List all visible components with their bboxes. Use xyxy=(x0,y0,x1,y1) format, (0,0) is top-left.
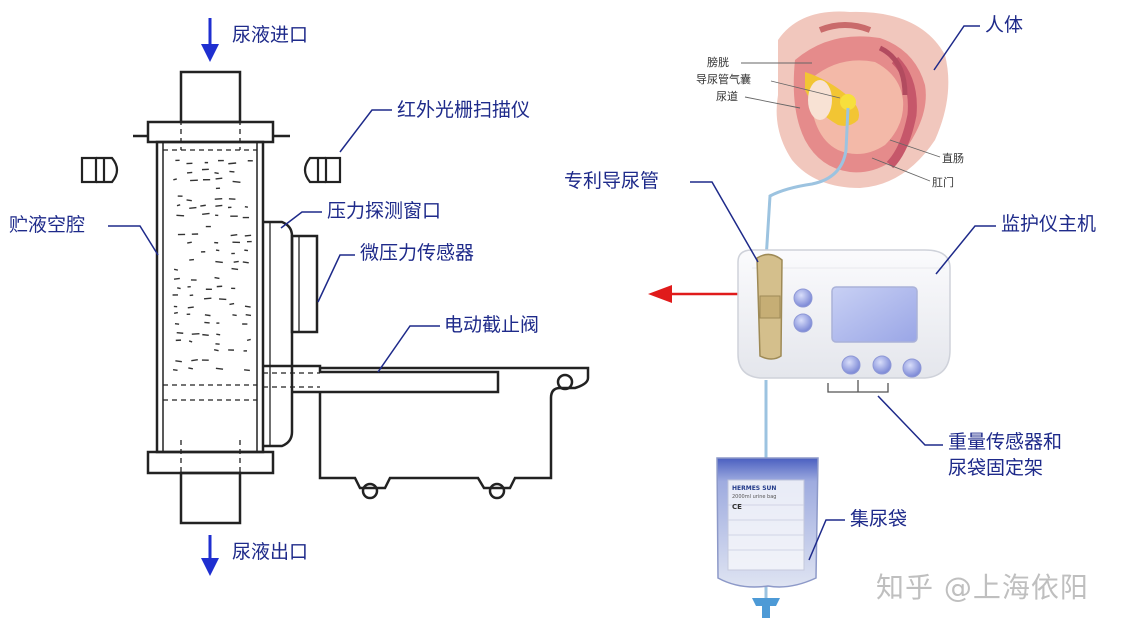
liquid-dash xyxy=(187,306,194,309)
bladder-label: 膀胱 xyxy=(707,56,729,69)
bag-ce-mark: CE xyxy=(732,503,742,511)
liquid-dash xyxy=(229,170,235,173)
human-anatomy-illustration xyxy=(776,11,949,188)
catheter-leader xyxy=(690,181,759,263)
liquid-dash xyxy=(188,340,193,343)
monitor-label: 监护仪主机 xyxy=(1001,213,1097,235)
liquid-dash xyxy=(230,233,238,237)
liquid-dash xyxy=(187,241,192,244)
anus-label: 肛门 xyxy=(932,176,954,189)
pressure-window-label: 压力探测窗口 xyxy=(327,200,442,222)
liquid-dash xyxy=(244,234,252,237)
liquid-dash xyxy=(214,276,220,280)
weight-sensor-label-line2: 尿袋固定架 xyxy=(948,457,1044,479)
liquid-dash xyxy=(189,258,195,261)
pressure-sensor xyxy=(263,220,319,448)
liquid-dash xyxy=(186,171,193,174)
liquid-dash xyxy=(233,260,239,263)
liquid-dash xyxy=(242,261,249,264)
liquid-dash xyxy=(176,332,184,334)
micro-sensor-label: 微压力传感器 xyxy=(360,242,475,264)
flow-cell-body xyxy=(133,70,290,525)
urethra-label: 尿道 xyxy=(716,90,738,103)
liquid-dash xyxy=(229,302,235,306)
liquid-dash xyxy=(219,298,227,301)
bag-brand: HERMES SUN xyxy=(732,485,777,492)
human-body-label: 人体 xyxy=(985,14,1024,36)
liquid-dash xyxy=(228,162,237,165)
liquid-dash xyxy=(186,199,192,202)
liquid-dash xyxy=(231,267,239,271)
valve-label: 电动截止阀 xyxy=(444,314,540,336)
liquid-dash xyxy=(245,314,252,317)
liquid-dash xyxy=(244,205,249,208)
inner-dashed-lines xyxy=(163,120,320,475)
liquid-dash xyxy=(216,333,221,336)
liquid-dashes xyxy=(172,159,253,372)
liquid-dash xyxy=(188,367,194,370)
watermark: 知乎 @上海依阳 xyxy=(876,571,1089,604)
chamber-label: 贮液空腔 xyxy=(9,214,86,236)
liquid-dash xyxy=(173,277,180,280)
rectum-label: 直肠 xyxy=(942,152,964,165)
liquid-dash xyxy=(189,206,197,210)
liquid-dash xyxy=(232,180,241,183)
anatomy-leaders xyxy=(741,25,980,182)
liquid-dash xyxy=(246,338,251,342)
liquid-dash xyxy=(243,369,250,372)
liquid-dash xyxy=(173,311,178,315)
liquid-dash xyxy=(204,321,210,324)
flow-arrows xyxy=(201,18,219,576)
liquid-dash xyxy=(215,177,223,180)
liquid-dash xyxy=(215,260,223,264)
electric-valve xyxy=(263,364,590,500)
monitor-leader xyxy=(935,225,996,275)
ir-scanner-right xyxy=(303,156,342,184)
inlet-label: 尿液进口 xyxy=(232,24,309,46)
liquid-dash xyxy=(215,204,223,207)
liquid-dash xyxy=(173,268,179,271)
catheter-clip xyxy=(756,253,783,360)
liquid-dash xyxy=(204,314,211,317)
ir-scanner-left xyxy=(80,156,119,184)
liquid-dash xyxy=(173,178,177,181)
liquid-dash xyxy=(244,305,251,308)
collection-bag-label: 集尿袋 xyxy=(850,508,908,530)
liquid-dash xyxy=(203,297,212,300)
liquid-dash xyxy=(172,369,178,371)
liquid-dash xyxy=(176,204,181,207)
weight-sensor-label-line1: 重量传感器和 xyxy=(948,431,1063,453)
liquid-dash xyxy=(202,333,209,337)
liquid-dash xyxy=(200,204,206,207)
liquid-dash xyxy=(213,349,219,352)
ir-scanner-label: 红外光栅扫描仪 xyxy=(397,99,531,121)
bag-capacity: 2000ml urine bag xyxy=(732,494,777,500)
liquid-dash xyxy=(215,367,224,370)
weight-sensor-bracket xyxy=(827,380,943,446)
leader-lines-left xyxy=(108,109,440,373)
liquid-dash xyxy=(177,287,181,290)
liquid-dash xyxy=(175,360,182,363)
urine-bag xyxy=(716,457,845,618)
balloon-label: 导尿管气囊 xyxy=(696,73,751,86)
liquid-dash xyxy=(202,212,210,216)
monitor-device xyxy=(737,249,951,379)
catheter-label: 专利导尿管 xyxy=(564,170,660,192)
liquid-dash xyxy=(174,322,180,325)
liquid-dash xyxy=(191,332,200,335)
liquid-dash xyxy=(232,314,237,317)
outlet-label: 尿液出口 xyxy=(232,541,309,563)
liquid-dash xyxy=(191,359,198,362)
liquid-dash xyxy=(214,172,219,175)
